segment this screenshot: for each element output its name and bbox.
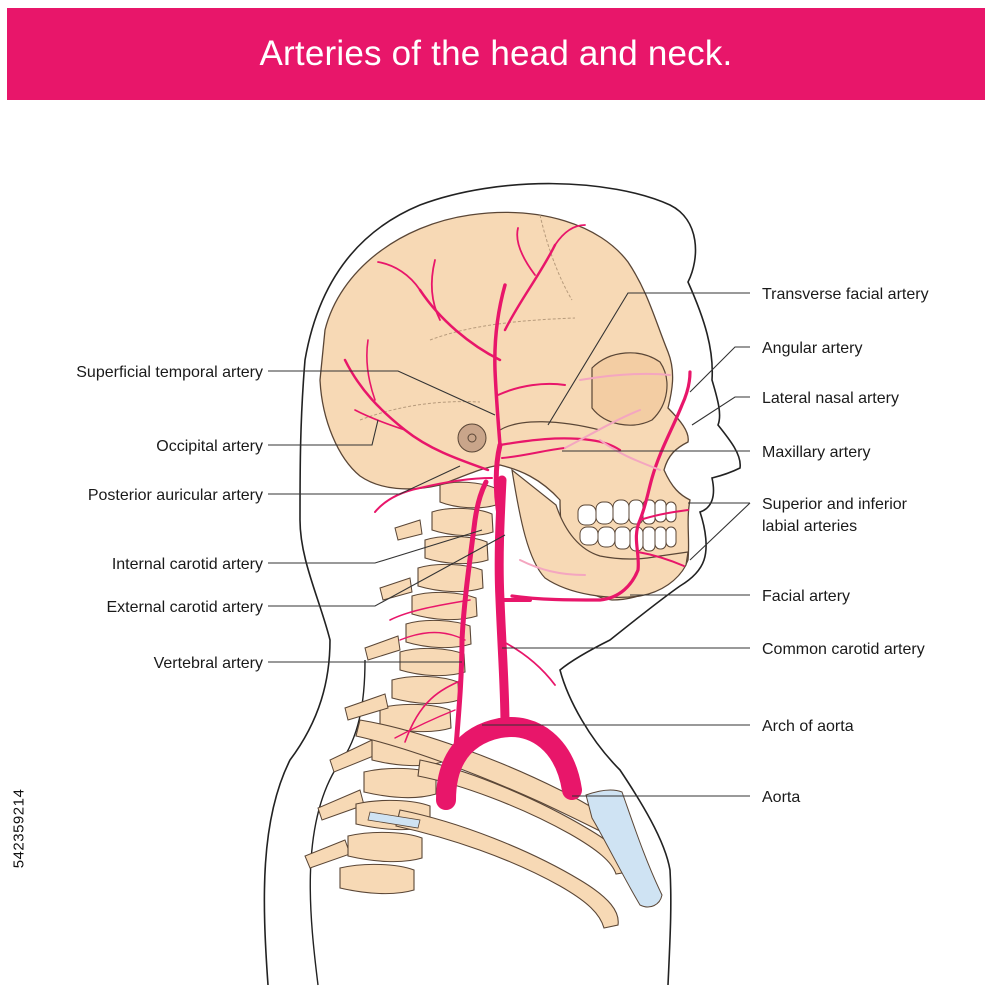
second-rib [395,809,619,929]
leader-transverse-facial [547,292,750,426]
skull-suture [359,214,576,421]
label-aorta: Aorta [762,789,800,806]
label-arch-of-aorta: Arch of aorta [762,718,854,735]
label-external-carotid-artery: External carotid artery [106,599,263,616]
label-labial-arteries-line2: labial arteries [762,518,857,535]
label-transverse-facial-artery: Transverse facial artery [762,286,929,303]
aortic-arch [436,717,582,810]
maxillary-artery [501,447,566,459]
page-title: Arteries of the head and neck. [259,34,733,73]
label-labial-arteries-line1: Superior and inferior [762,496,908,513]
stock-image-id-text: 542359214 [10,788,28,868]
leader-external-carotid [268,534,506,607]
skull [319,211,691,601]
facial-artery-network-light [519,372,671,576]
ear-canal-center [467,433,477,443]
label-angular-artery: Angular artery [762,340,863,357]
costal-cartilage [585,789,663,908]
label-vertebral-artery: Vertebral artery [154,655,263,672]
transverse-facial-artery [498,437,622,452]
label-lateral-nasal-artery: Lateral nasal artery [762,390,899,407]
title-banner: Arteries of the head and neck. [7,8,985,100]
internal-carotid-artery [493,442,503,523]
leader-angular [689,346,750,393]
stock-image-id: 542359214 [4,768,34,888]
spinous-processes [304,519,423,869]
zygomatic-arch [499,421,601,431]
label-posterior-auricular-artery: Posterior auricular artery [88,487,263,504]
inferior-labial-artery [637,551,685,567]
leader-occipital [268,419,379,446]
head-silhouette [263,182,741,986]
intervertebral-disc [367,811,421,829]
leader-internal-carotid [268,529,483,564]
label-common-carotid-artery: Common carotid artery [762,641,925,658]
ear-canal [457,423,487,453]
label-occipital-artery: Occipital artery [156,438,263,455]
posterior-auricular-artery [374,477,493,513]
leader-inferior-labial [689,502,751,561]
label-superficial-temporal-artery: Superficial temporal artery [76,364,263,381]
leader-superficial-temporal [268,370,496,416]
superficial-temporal-artery [493,283,507,447]
leader-posterior-auricular [268,465,461,495]
label-maxillary-artery: Maxillary artery [762,444,870,461]
vertebral-artery [452,479,489,763]
label-internal-carotid-artery: Internal carotid artery [112,556,263,573]
label-facial-artery: Facial artery [762,588,850,605]
leader-lateral-nasal [691,396,750,426]
superior-labial-artery [639,509,689,521]
arteries [343,224,692,810]
